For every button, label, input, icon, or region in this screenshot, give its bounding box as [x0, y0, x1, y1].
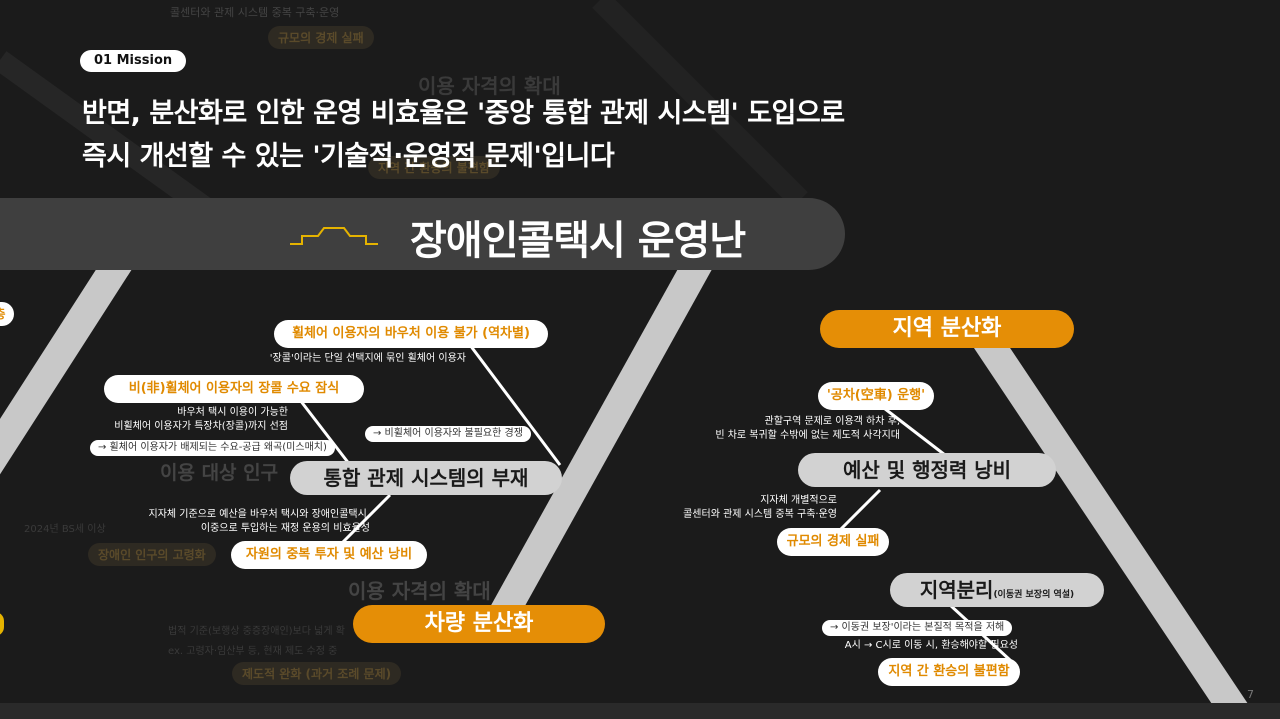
taxi-outline-icon: [290, 227, 378, 245]
right-item2-title: 규모의 경제 실패: [777, 528, 889, 556]
headline-line1: 반면, 분산화로 인한 운영 비효율은 '중앙 통합 관제 시스템' 도입으로: [82, 98, 845, 129]
left-item2-desc1: 바우처 택시 이용이 가능한: [177, 407, 288, 418]
ghost-text-5: 이용 대상 인구: [160, 462, 279, 484]
left-item2-note: → 휠체어 이용자가 배제되는 수요-공급 왜곡(미스매치): [90, 440, 335, 456]
ghost-text-6: 2024년 BS세 이상: [24, 524, 106, 535]
right-main1-label: 예산 및 행정력 낭비: [798, 453, 1056, 487]
right-item2-desc2: 콜센터와 관제 시스템 중복 구축·운영: [683, 509, 837, 520]
right-item3-desc: A시 → C시로 이동 시, 환승해야할 필요성: [844, 640, 1018, 651]
right-item1-desc2: 빈 차로 복귀할 수밖에 없는 제도적 사각지대: [715, 430, 900, 441]
ghost-pill-7: 장애인 인구의 고령화: [88, 543, 216, 566]
right-main2-sub: (이동권 보장의 역설): [993, 590, 1075, 600]
right-top-label: 지역 분산화: [820, 310, 1074, 348]
left-bottom-label: 차량 분산화: [353, 605, 605, 643]
left-item2-desc2: 비휠체어 이용자가 특장차(장콜)까지 선점: [114, 421, 288, 432]
right-item3-title: 지역 간 환승의 불편함: [878, 658, 1020, 686]
banner-title: 장애인콜택시 운영난: [410, 218, 746, 264]
ghost-pill-4: 지역 간 환승의 불편함: [368, 156, 500, 179]
headline-line2: 즉시 개선할 수 있는 '기술적·운영적 문제'입니다: [82, 141, 615, 172]
left-item3-desc1: 지자체 기준으로 예산을 바우처 택시와 장애인콜택시,: [148, 509, 370, 520]
left-main-label: 통합 관제 시스템의 부재: [290, 461, 562, 495]
right-item3-note: → 이동권 보장'이라는 본질적 목적을 저해: [822, 620, 1013, 636]
title-banner: [0, 198, 845, 270]
edge-pill-left: 층: [0, 302, 14, 326]
ghost-text-1: 콜센터와 관제 시스템 중복 구축·운영: [170, 6, 340, 19]
bottom-bar: [0, 703, 1280, 719]
left-note-right: → 비휠체어 이용자와 불필요한 경쟁: [365, 426, 531, 442]
headline: 반면, 분산화로 인한 운영 비효율은 '중앙 통합 관제 시스템' 도입으로 …: [82, 92, 845, 178]
right-main2-title: 지역분리: [919, 578, 994, 602]
left-item3-title: 자원의 중복 투자 및 예산 낭비: [231, 541, 427, 569]
mission-badge: 01 Mission: [80, 50, 187, 72]
edge-pill-left-2: [0, 612, 4, 636]
right-item2-desc1: 지자체 개별적으로: [760, 495, 837, 506]
right-item1-title: '공차(空車) 운행': [818, 382, 934, 410]
left-item1-title: 휠체어 이용자의 바우처 이용 불가 (역차별): [274, 320, 548, 348]
ghost-pill-11: 제도적 완화 (과거 조례 문제): [232, 662, 402, 685]
ghost-pill-1: 규모의 경제 실패: [268, 26, 374, 49]
page-number: 7: [1247, 688, 1254, 701]
left-item2-title: 비(非)휠체어 이용자의 장콜 수요 잠식: [104, 375, 364, 403]
right-main2-label: 지역분리(이동권 보장의 역설): [890, 573, 1104, 607]
ghost-text-3: 이용 자격의 확대: [418, 74, 561, 98]
left-item1-desc: '장콜'이라는 단일 선택지에 묶인 휠체어 이용자: [269, 353, 466, 364]
ghost-text-10: ex. 고령자·임산부 등, 현재 제도 수정 중: [168, 646, 338, 657]
right-item1-desc1: 관할구역 문제로 이용객 하차 후,: [764, 416, 901, 427]
ghost-text-8: 이용 자격의 확대: [348, 579, 491, 603]
left-item3-desc2: 이중으로 투입하는 재정 운용의 비효율성: [200, 523, 370, 534]
ghost-text-9: 법적 기준(보행상 중증장애인)보다 넓게 확: [168, 626, 345, 637]
